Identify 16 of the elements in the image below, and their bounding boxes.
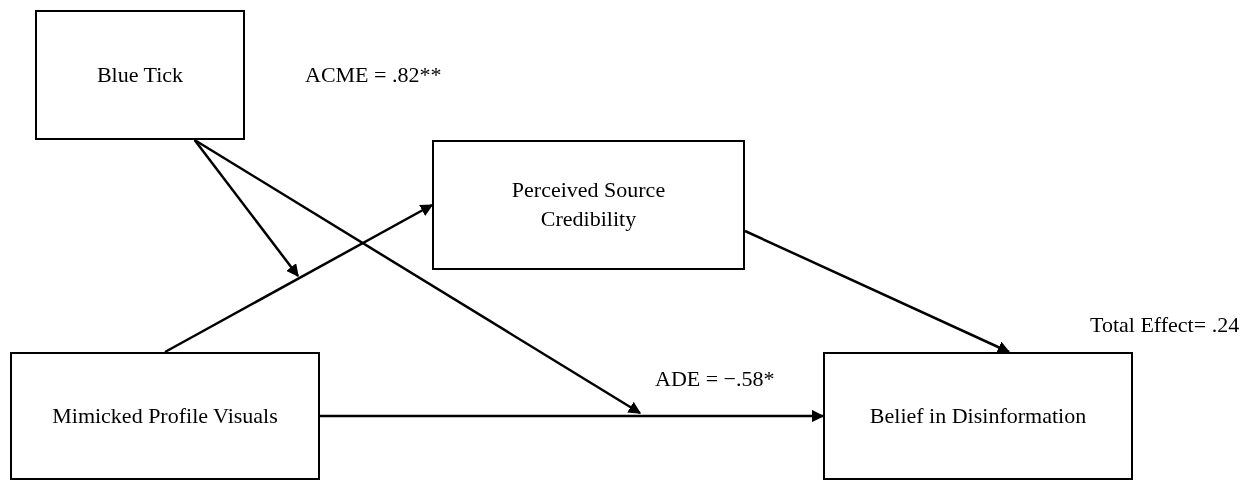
variable-box (10, 352, 320, 480)
arrow (320, 409, 825, 423)
arrow (164, 203, 434, 354)
variable-box (432, 140, 745, 270)
node-label: Blue Tick (96, 60, 184, 89)
node-label: Mimicked Profile Visuals (52, 401, 278, 430)
effect-label: Total Effect= .24 (1090, 312, 1240, 338)
arrow (193, 139, 299, 277)
effect-label: ADE = −.58* (655, 366, 775, 392)
arrow (193, 138, 642, 415)
variable-box (35, 10, 245, 140)
arrow (744, 229, 1011, 354)
node-label: Perceived Source Credibility (510, 176, 667, 233)
variable-box (823, 352, 1133, 480)
node-label: Belief in Disinformation (869, 401, 1087, 430)
effect-label: ACME = .82** (305, 62, 442, 88)
